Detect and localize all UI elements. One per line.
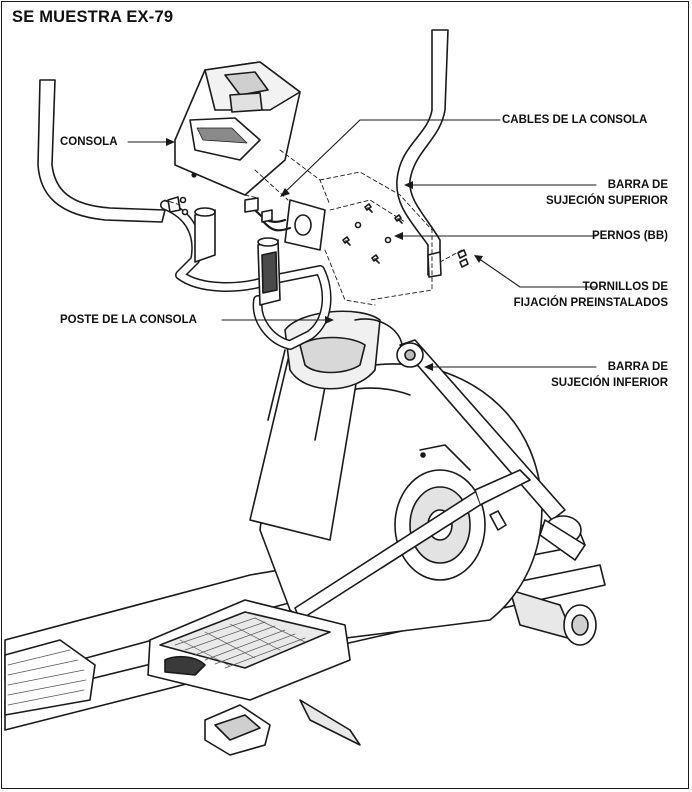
label-consola: CONSOLA <box>60 136 118 148</box>
figure-title: SE MUESTRA EX-79 <box>12 8 174 26</box>
label-lower-bar-line2: SUJECIÓN INFERIOR <box>551 377 668 389</box>
label-upper-bar-line2: SUJECIÓN SUPERIOR <box>545 195 668 207</box>
pedal-right[interactable] <box>147 599 351 756</box>
label-lower-bar-line1: BARRA DE <box>607 361 668 373</box>
handlebar-assembly <box>37 79 332 350</box>
pedal-left[interactable] <box>4 639 96 716</box>
pedal-linkage <box>294 469 531 621</box>
console-mast <box>249 310 381 541</box>
right-upper-arm[interactable] <box>396 29 449 278</box>
label-console-post: POSTE DE LA CONSOLA <box>60 314 197 326</box>
console-unit[interactable] <box>174 61 301 196</box>
leader-arrowheads <box>166 138 483 371</box>
label-upper-bar-line1: BARRA DE <box>607 179 668 191</box>
bolts-bb <box>342 203 403 264</box>
leader-lines <box>127 119 597 368</box>
label-screws-line2: FIJACIÓN PREINSTALADOS <box>513 297 668 309</box>
label-screws-line1: TORNILLOS DE <box>582 281 668 293</box>
label-console-cables: CABLES DE LA CONSOLA <box>502 114 648 126</box>
preinstalled-screws <box>457 249 469 268</box>
console-mount-plate <box>167 196 326 251</box>
label-bolts-bb: PERNOS (BB) <box>591 230 668 242</box>
